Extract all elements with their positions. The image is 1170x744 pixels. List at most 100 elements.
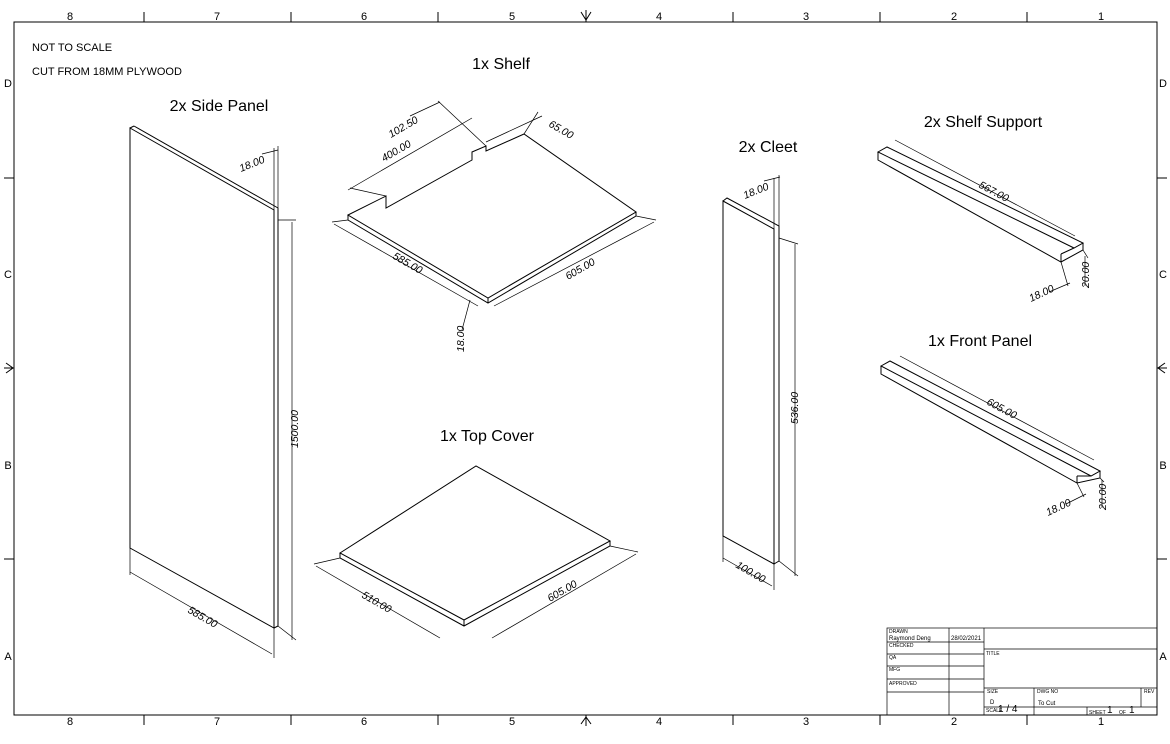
shelf-dim-thickness: 18.00 — [455, 326, 467, 352]
top-cover-title: 1x Top Cover — [440, 428, 535, 445]
front-panel-top-face — [879, 360, 1102, 477]
shelf-dim-line — [461, 299, 471, 331]
shelf-ext-line — [331, 219, 349, 223]
cleet-dim-thickness: 18.00 — [742, 181, 771, 202]
zone-col-1-bottom: 1 — [1098, 716, 1104, 728]
zone-col-6-bottom: 6 — [361, 716, 367, 728]
front-panel-dim-thickness: 18.00 — [1044, 497, 1073, 519]
cleet-dim-line — [722, 557, 773, 587]
tb-sheet-total: 1 — [1129, 705, 1135, 716]
tb-size-value: D — [990, 700, 995, 706]
front-panel-dim-length: 605.00 — [985, 396, 1019, 422]
zone-col-4-top: 4 — [656, 11, 662, 23]
zone-col-2-top: 2 — [951, 11, 957, 23]
side-panel-view: 2x Side Panel 18.00 1500.00 585.00 — [129, 98, 301, 658]
note-not-to-scale: NOT TO SCALE — [32, 42, 112, 54]
top-cover-ext-line — [609, 545, 639, 553]
side-panel-dim-depth: 585.00 — [186, 604, 220, 631]
side-panel-face — [129, 127, 275, 629]
shelf-support-ext-line — [1082, 249, 1089, 259]
shelf-dim-notch-depth: 65.00 — [547, 118, 576, 142]
zone-row-b-left: B — [4, 460, 11, 472]
zone-col-2-bottom: 2 — [951, 716, 957, 728]
tb-label-checked: CHECKED — [889, 643, 914, 649]
side-panel-dim-line — [129, 571, 273, 655]
top-cover-dim-depth: 510.00 — [360, 589, 394, 616]
zone-col-3-bottom: 3 — [803, 716, 809, 728]
note-material: CUT FROM 18MM PLYWOOD — [32, 66, 182, 78]
tb-label-scale: SCALE — [986, 708, 1003, 714]
shelf-dim-notch-width: 102.50 — [387, 114, 421, 141]
zone-col-5-top: 5 — [509, 11, 515, 23]
zone-col-5-bottom: 5 — [509, 716, 515, 728]
title-block: DRAWN Raymond Deng 28/02/2021 CHECKED QA… — [886, 627, 1158, 716]
front-panel-title: 1x Front Panel — [928, 333, 1032, 350]
side-panel-title: 2x Side Panel — [170, 98, 269, 115]
shelf-support-dim-length: 567.00 — [977, 179, 1011, 205]
side-panel-dim-height: 1500.00 — [289, 410, 301, 448]
cleet-ext-line — [778, 237, 799, 245]
front-panel-dim-line — [899, 355, 1095, 461]
shelf-dim-depth: 585.00 — [391, 250, 425, 277]
tb-label-rev: REV — [1144, 689, 1155, 695]
shelf-dim-line — [333, 223, 479, 307]
cleet-face — [722, 200, 775, 565]
shelf-dim-line — [347, 117, 473, 191]
top-cover-view: 1x Top Cover 510.00 605.00 — [313, 428, 639, 639]
shelf-ext-line — [523, 111, 539, 135]
front-panel-ext-line — [1076, 482, 1085, 498]
tb-label-size: SIZE — [987, 689, 999, 695]
zone-labels: 8 7 6 5 4 3 2 1 8 7 6 5 4 3 2 1 D C B A … — [4, 11, 1167, 728]
zone-col-3-top: 3 — [803, 11, 809, 23]
zone-col-7-top: 7 — [214, 11, 220, 23]
title-block-frame — [886, 627, 1158, 716]
shelf-dim-line — [493, 221, 655, 307]
zone-col-1-top: 1 — [1098, 11, 1104, 23]
shelf-support-dim-line — [1048, 282, 1071, 293]
cleet-dim-length: 536.00 — [789, 392, 801, 424]
zone-ticks — [4, 12, 1167, 725]
tb-label-dwg-no: DWG NO — [1037, 689, 1058, 695]
zone-row-c-right: C — [1159, 269, 1167, 281]
front-panel-dim-line — [1065, 493, 1087, 505]
side-panel-top-edge — [129, 125, 135, 129]
cleet-title: 2x Cleet — [739, 139, 798, 156]
side-panel-top-edge2 — [133, 125, 279, 209]
top-cover-ext-line — [313, 557, 341, 565]
shelf-support-dim-height: 20.00 — [1080, 262, 1092, 289]
zone-col-4-bottom: 4 — [656, 716, 662, 728]
shelf-support-ext-line — [1060, 261, 1069, 287]
zone-row-d-right: D — [1159, 78, 1167, 90]
zone-col-8-bottom: 8 — [67, 716, 73, 728]
zone-col-6-top: 6 — [361, 11, 367, 23]
zone-row-a-right: A — [1159, 651, 1167, 663]
shelf-support-edges — [877, 152, 1084, 263]
tb-drawn-by: Raymond Deng — [889, 636, 931, 642]
cleet-dim-width: 100.00 — [734, 559, 768, 586]
zone-col-7-bottom: 7 — [214, 716, 220, 728]
shelf-ext-line — [635, 215, 657, 221]
side-panel-dim-thickness: 18.00 — [238, 154, 267, 175]
zone-row-c-left: C — [4, 269, 12, 281]
zone-row-d-left: D — [4, 78, 12, 90]
zone-row-b-right: B — [1159, 460, 1166, 472]
side-panel-dim-line — [261, 149, 279, 155]
front-panel-dim-height: 20.00 — [1097, 484, 1109, 511]
front-panel-view: 1x Front Panel 605.00 18.00 20.00 — [879, 333, 1109, 519]
shelf-support-title: 2x Shelf Support — [924, 114, 1043, 131]
shelf-support-dim-thickness: 18.00 — [1027, 283, 1056, 305]
shelf-dim-line — [409, 101, 441, 117]
shelf-support-view: 2x Shelf Support 567.00 18.00 20.00 — [876, 114, 1092, 305]
shelf-dim-line — [485, 115, 543, 143]
cleet-view: 2x Cleet 18.00 536.00 100.00 — [722, 139, 801, 590]
shelf-view: 1x Shelf 102.50 65.00 400.00 585.00 605.… — [331, 56, 657, 352]
side-panel-corner — [273, 625, 279, 629]
shelf-ext-line — [349, 187, 387, 197]
tb-label-mfg: MFG — [889, 667, 900, 673]
top-cover-dim-line — [315, 565, 441, 639]
side-panel-ext-line — [277, 625, 297, 641]
shelf-support-top-face — [876, 146, 1085, 249]
tb-label-qa: QA — [889, 655, 897, 661]
tb-label-approved: APPROVED — [889, 681, 917, 687]
